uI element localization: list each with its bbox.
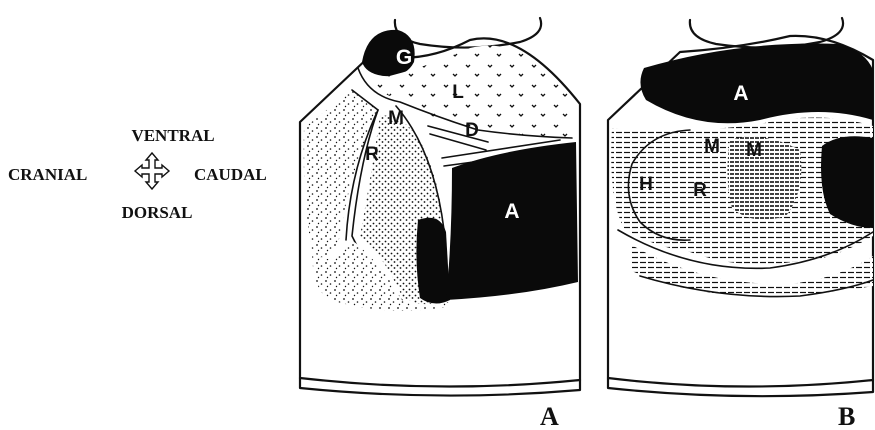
orientation-ventral: VENTRAL (131, 126, 214, 145)
panel-b-dense-echo (727, 137, 801, 220)
panel-b-label-m2: M (746, 140, 762, 161)
panel-a-label-m: M (388, 108, 404, 129)
orientation-dorsal: DORSAL (122, 203, 193, 222)
panel-a-dark-column (416, 218, 450, 304)
panel-a-label-l: L (452, 82, 464, 103)
panel-a-label-d: D (465, 120, 479, 141)
panel-a-transducer-arc (395, 18, 541, 48)
panel-a-label-a: A (504, 200, 519, 223)
panel-a-label-r: R (365, 144, 379, 165)
panel-b-label-a: A (733, 82, 748, 105)
panel-b-letter: B (838, 402, 855, 430)
orientation-cranial: CRANIAL (8, 165, 87, 184)
panel-a-letter: A (540, 402, 559, 430)
panel-b-label-r: R (693, 180, 707, 201)
panel-a: G L M D R A A (300, 18, 580, 430)
orientation-caudal: CAUDAL (194, 165, 267, 184)
panel-b-transducer-arc (690, 18, 843, 48)
panel-a-label-g: G (396, 46, 412, 69)
panel-b-label-h: H (639, 174, 653, 195)
panel-a-base-line (300, 378, 580, 387)
orientation-key: VENTRAL CRANIAL CAUDAL DORSAL (8, 126, 267, 222)
panel-b-base-line (608, 378, 873, 387)
panel-b-label-m1: M (704, 136, 720, 157)
panel-b: A M M H R B (608, 18, 873, 430)
four-way-arrow-icon (135, 153, 169, 189)
